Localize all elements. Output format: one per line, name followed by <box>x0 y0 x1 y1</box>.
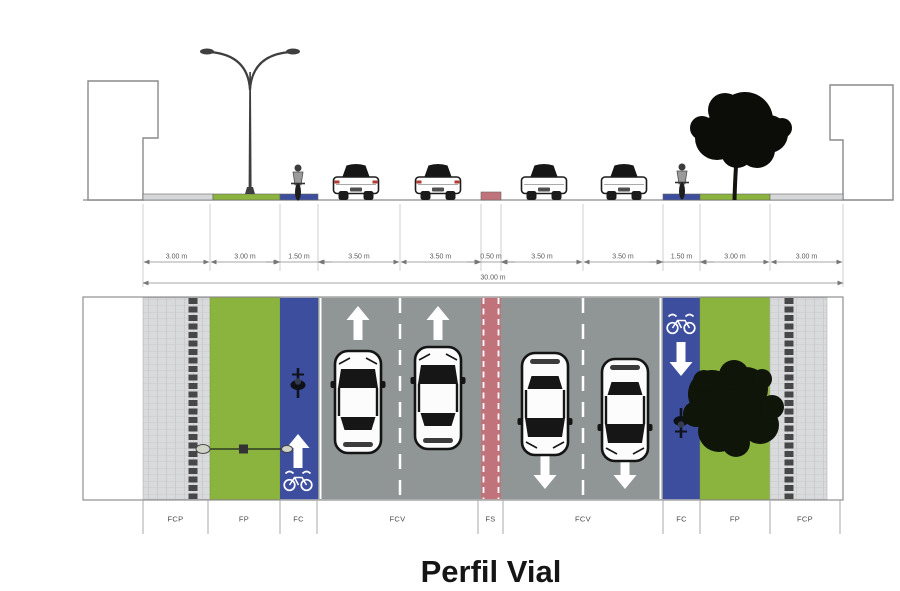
zone-labels: FCP FP FC FCV FS FCV FC FP FCP <box>168 515 813 524</box>
dim-label: 1.50 m <box>288 254 310 261</box>
dim-label: 3.50 m <box>612 254 634 261</box>
dim-label: 3.50 m <box>348 254 370 261</box>
sidewalk-strip-right <box>769 193 844 201</box>
zone-label: FCP <box>797 515 813 524</box>
dimension-lines <box>142 259 844 286</box>
zone-label: FCV <box>575 515 591 524</box>
plan-median <box>481 297 501 500</box>
car-top-icon <box>329 349 387 455</box>
zone-ticks <box>142 500 841 534</box>
dimension-labels: 3.00 m 3.00 m 1.50 m 3.50 m 3.50 m 0.50 … <box>166 254 818 282</box>
dim-label: 3.50 m <box>531 254 553 261</box>
zone-label: FS <box>485 515 495 524</box>
dim-label: 3.00 m <box>166 254 188 261</box>
dim-label: 3.00 m <box>796 254 818 261</box>
dim-label: 1.50 m <box>671 254 693 261</box>
median-block <box>480 191 502 201</box>
dim-label: 0.50 m <box>480 254 502 261</box>
streetlight-plan-icon <box>195 444 293 454</box>
page-title: Perfil Vial <box>421 554 562 589</box>
zone-label: FP <box>239 515 249 524</box>
dimension-chain: 3.00 m 3.00 m 1.50 m 3.50 m 3.50 m 0.50 … <box>142 204 844 287</box>
plan-green-left <box>209 297 281 500</box>
plan-bike-lane-left <box>280 297 318 500</box>
zone-label: FCP <box>168 515 184 524</box>
plan-view <box>82 296 844 501</box>
zone-label: FC <box>293 515 304 524</box>
car-top-icon <box>516 351 574 457</box>
elevation-view <box>83 47 894 202</box>
dim-label: 3.50 m <box>430 254 452 261</box>
plan-sidewalk-left <box>142 297 211 500</box>
zone-label-row: FCP FP FC FCV FS FCV FC FP FCP <box>142 500 841 534</box>
zone-label: FP <box>730 515 740 524</box>
car-top-icon <box>596 357 654 463</box>
building-right <box>829 84 894 201</box>
dim-label: 3.00 m <box>234 254 256 261</box>
road-markings <box>319 298 662 499</box>
dim-label: 3.00 m <box>724 254 746 261</box>
zone-label: FC <box>676 515 687 524</box>
green-strip-left <box>212 193 281 201</box>
sidewalk-strip-left <box>142 193 214 201</box>
zone-label: FCV <box>390 515 406 524</box>
extension-lines <box>142 204 844 287</box>
car-top-icon <box>409 345 467 451</box>
total-dim-label: 30.00 m <box>480 275 505 282</box>
